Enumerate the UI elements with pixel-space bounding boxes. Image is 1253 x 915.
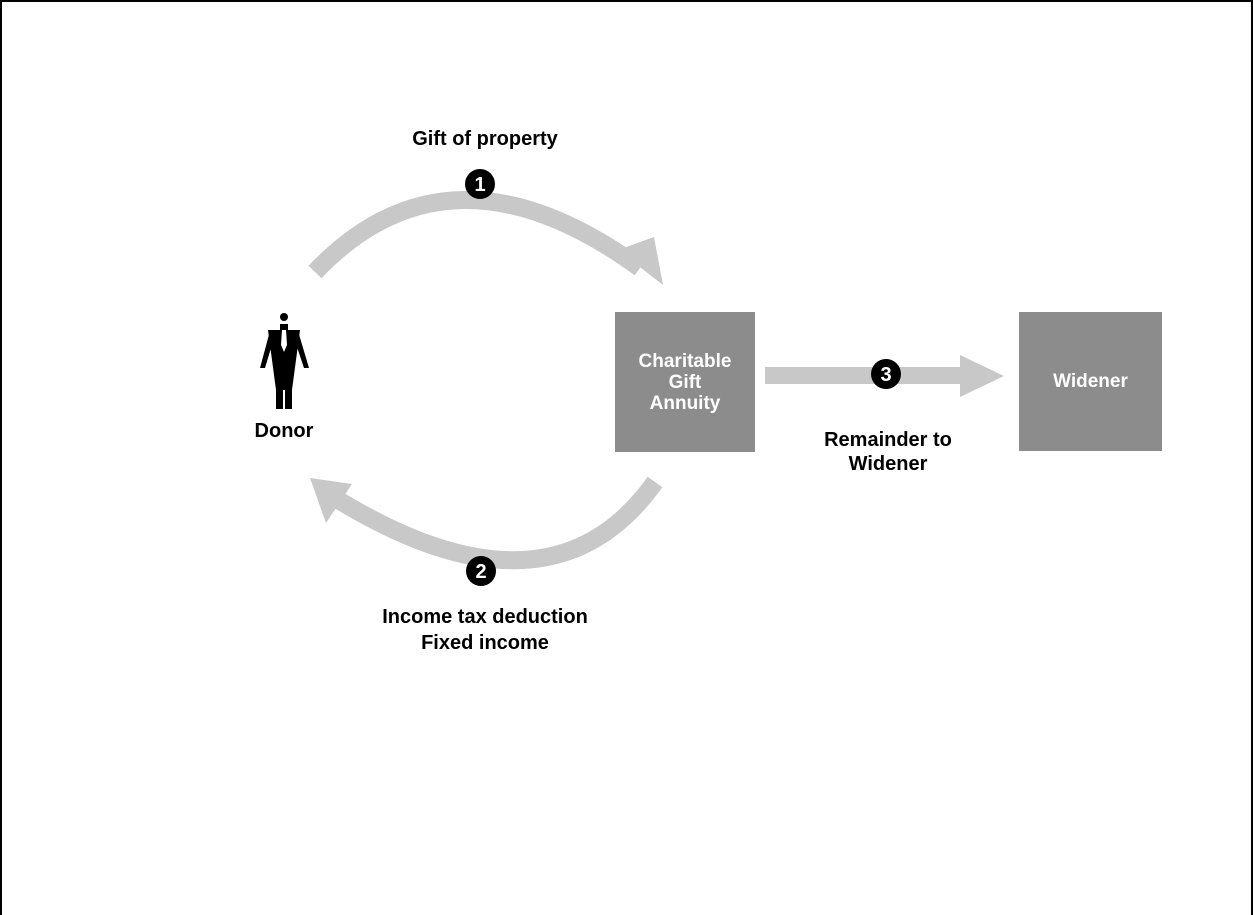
annuity-line-2: Gift — [668, 371, 702, 393]
arrow-remainder-head — [960, 355, 1004, 397]
annuity-line-3: Annuity — [649, 392, 721, 414]
arrow-remainder — [765, 367, 967, 384]
arrow-income-head — [310, 478, 352, 523]
step-badge-3: 3 — [871, 359, 901, 389]
widener-box: Widener — [1019, 312, 1162, 451]
widener-label: Widener — [1053, 371, 1128, 392]
step-1-label: Gift of property — [350, 128, 620, 151]
charitable-gift-annuity-box: Charitable Gift Annuity — [615, 312, 755, 452]
arrow-gift-of-property-head — [618, 237, 663, 285]
step-badge-2-number: 2 — [475, 561, 486, 583]
person-icon — [260, 313, 309, 409]
step-2-label-line-1: Income tax deduction — [382, 606, 588, 628]
step-badge-1: 1 — [465, 169, 495, 199]
step-badge-2: 2 — [466, 556, 496, 586]
donor-label: Donor — [254, 420, 314, 442]
arrow-income — [330, 476, 663, 570]
step-2-label-line-2: Fixed income — [421, 632, 549, 654]
step-badge-3-number: 3 — [880, 364, 891, 386]
step-3-label: Remainder to Widener — [768, 428, 1008, 476]
step-3-label-line-1: Remainder to — [824, 429, 952, 451]
step-badge-1-number: 1 — [474, 174, 485, 196]
step-1-label-line: Gift of property — [412, 128, 558, 150]
step-3-label-line-2: Widener — [848, 453, 928, 475]
arrow-gift-of-property — [308, 191, 646, 279]
step-2-label: Income tax deduction Fixed income — [320, 604, 650, 656]
annuity-line-1: Charitable — [638, 350, 732, 372]
